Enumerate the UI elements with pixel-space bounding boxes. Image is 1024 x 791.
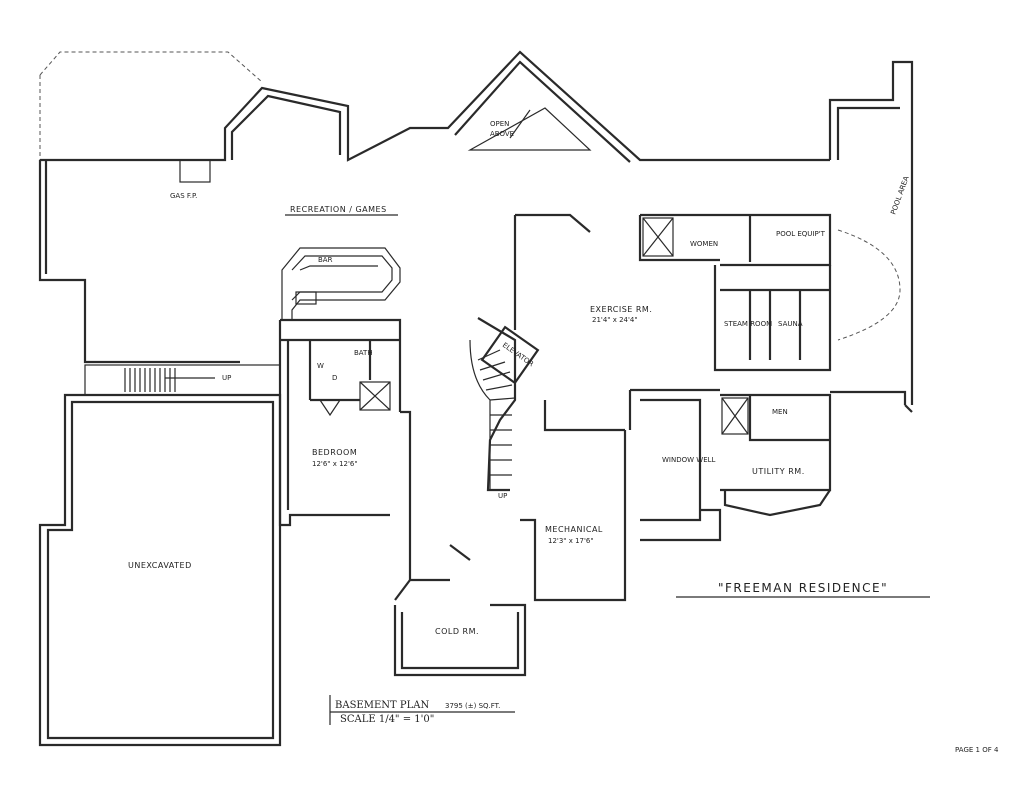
- dryer-label: D: [332, 374, 337, 382]
- mechanical-dim-label: 12'3" x 17'6": [548, 537, 594, 545]
- open-above-label-2: ABOVE: [490, 130, 514, 138]
- sauna-label: SAUNA: [778, 320, 803, 328]
- plan-name-label: BASEMENT PLAN: [335, 700, 429, 711]
- bar-label: BAR: [318, 256, 333, 264]
- cold-room-label: COLD RM.: [435, 627, 479, 636]
- bar-counter: [281, 247, 401, 321]
- steam-room-label: STEAM ROOM: [724, 320, 772, 328]
- washer-label: W: [317, 362, 324, 370]
- cold-room-walls: [393, 544, 527, 677]
- pool-area-label: POOL AREA: [889, 175, 910, 216]
- pool-equip-label: POOL EQUIP'T: [776, 230, 826, 238]
- bath-label: BATH: [354, 349, 373, 357]
- main-stair: [469, 317, 540, 492]
- men-label: MEN: [772, 408, 788, 416]
- square-footage-label: 3795 (±) SQ.FT.: [445, 702, 500, 710]
- open-above-label-1: OPEN: [490, 120, 509, 128]
- exercise-room-walls: [513, 213, 720, 602]
- open-above-arrow: [509, 109, 531, 139]
- exercise-dim-label: 21'4" x 24'4": [592, 316, 638, 324]
- gas-fireplace-label: GAS F.P.: [170, 192, 197, 200]
- exterior-walls: [38, 50, 914, 413]
- bedroom-label: BEDROOM: [312, 448, 357, 457]
- women-label: WOMEN: [690, 240, 718, 248]
- window-well-label: WINDOW WELL: [662, 456, 716, 464]
- utility-label: UTILITY RM.: [752, 467, 805, 476]
- open-above-outline: [467, 107, 592, 151]
- recreation-label: RECREATION / GAMES: [290, 205, 387, 214]
- scale-label: SCALE 1/4" = 1'0": [340, 714, 434, 725]
- left-stair: [84, 364, 281, 396]
- mechanical-label: MECHANICAL: [545, 525, 603, 534]
- bedroom-dim-label: 12'6" x 12'6": [312, 460, 358, 468]
- stair-up-label-main: UP: [498, 492, 507, 500]
- interior-walls-center: [278, 318, 450, 582]
- unexcavated-label: UNEXCAVATED: [128, 561, 192, 570]
- stair-up-label-left: UP: [222, 374, 231, 382]
- spa-rooms: [638, 213, 901, 372]
- utility-rooms: [640, 393, 832, 542]
- exercise-label: EXERCISE RM.: [590, 305, 652, 314]
- page-number-label: PAGE 1 OF 4: [955, 746, 999, 754]
- unexcavated-area: [38, 393, 282, 747]
- residence-title: "FREEMAN RESIDENCE": [718, 581, 888, 595]
